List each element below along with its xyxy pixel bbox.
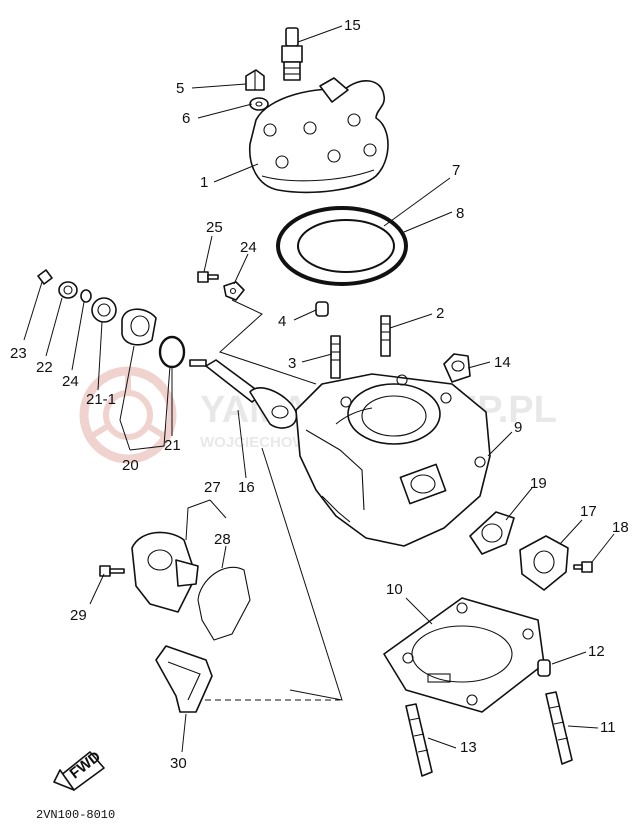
callout-4: 4 [278, 313, 286, 330]
callout-29: 29 [70, 607, 87, 624]
part-6-washer [249, 97, 269, 111]
callout-1: 1 [200, 174, 208, 191]
fwd-arrow-icon: FWD [53, 748, 105, 791]
callout-26: 25 [206, 219, 223, 236]
callout-17: 17 [580, 503, 597, 520]
callout-21-1: 21-1 [86, 391, 116, 408]
callout-30: 30 [170, 755, 187, 772]
callout-16: 16 [238, 479, 255, 496]
part-27-pump-cover [131, 531, 199, 613]
callout-2: 2 [436, 305, 444, 322]
part-24-washer [80, 289, 92, 303]
part-20-oil-seal [121, 308, 157, 346]
callout-12: 12 [588, 643, 605, 660]
part-13-stud [405, 703, 433, 777]
part-19-gasket [469, 511, 515, 555]
callout-24: 24 [62, 373, 79, 390]
callout-28: 28 [214, 531, 231, 548]
callout-9: 9 [514, 419, 522, 436]
part-18-bolt [573, 561, 593, 573]
callout-22: 22 [36, 359, 53, 376]
callout-11: 11 [600, 719, 616, 736]
callout-10: 10 [386, 581, 403, 598]
part-3-stud [330, 335, 341, 379]
callout-6: 6 [182, 110, 190, 127]
part-7-o-ring-inner [297, 219, 395, 273]
callout-7: 7 [452, 162, 460, 179]
callout-leaders [23, 25, 615, 753]
callout-23: 23 [10, 345, 27, 362]
callout-14: 14 [494, 354, 511, 371]
part-26-bolt [197, 271, 219, 283]
part-12-dowel [537, 659, 551, 677]
part-5-bolt [245, 69, 265, 91]
callout-18: 18 [612, 519, 629, 536]
part-22-bushing [58, 281, 78, 299]
part-29-bolt [99, 565, 125, 577]
callout-labels: 15 5 6 1 7 8 25 24 4 2 3 14 9 16 19 17 1… [10, 17, 629, 772]
callout-25: 24 [240, 239, 257, 256]
callout-8: 8 [456, 205, 464, 222]
callout-3: 3 [288, 355, 296, 372]
callout-13: 13 [460, 739, 477, 756]
callout-21: 21 [164, 437, 181, 454]
callout-15: 15 [344, 17, 361, 34]
part-10-base-gasket [383, 597, 545, 713]
part-8-o-ring-outer [276, 206, 408, 286]
part-15-spark-plug [281, 27, 303, 81]
callout-5: 5 [176, 80, 184, 97]
part-21-1-bearing [91, 297, 117, 323]
part-1-cylinder-head [248, 77, 389, 194]
part-30-guide [155, 645, 213, 713]
part-11-stud [545, 691, 573, 765]
part-23-clip [37, 269, 53, 285]
drawing-code: 2VN100-8010 [36, 808, 115, 822]
part-4-dowel-pin [315, 301, 329, 317]
part-16-impeller-shaft [189, 359, 298, 429]
callout-27: 27 [204, 479, 221, 496]
part-17-joint [519, 535, 569, 591]
part-14-cap [443, 353, 471, 383]
callout-19: 19 [530, 475, 547, 492]
part-9-cylinder [295, 373, 491, 547]
part-28-gasket [197, 566, 251, 641]
part-25-bracket [223, 281, 245, 301]
part-2-stud [380, 315, 391, 357]
part-21-o-ring [158, 335, 186, 369]
callout-20: 20 [122, 457, 139, 474]
watermark-logo-icon [79, 366, 177, 464]
